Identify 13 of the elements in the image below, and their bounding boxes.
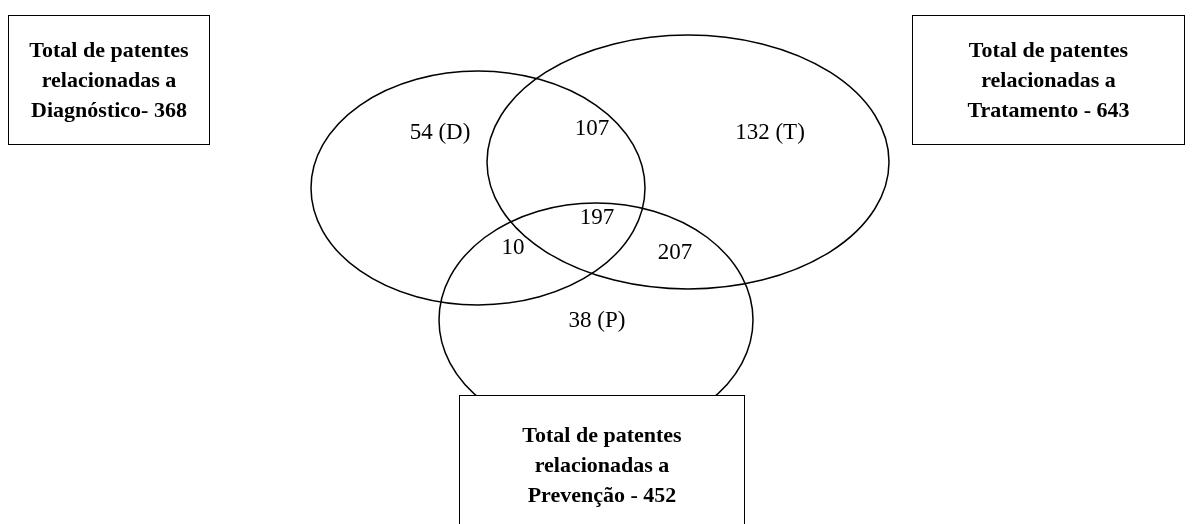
category-total-text: Total de patentes relacionadas a Tratamento - 643 — [966, 36, 1131, 124]
region-count: 54 (D) — [409, 119, 471, 145]
region-count: 38 (P) — [568, 307, 626, 333]
region-count: 132 (T) — [735, 119, 805, 145]
category-total-text: Total de patentes relacionadas a Diagnóstico- 368 — [28, 36, 190, 124]
overlap-count: 207 — [657, 239, 693, 265]
overlap-count: 197 — [579, 204, 615, 230]
overlap-count: 107 — [574, 115, 610, 141]
overlap-count: 10 — [501, 234, 525, 260]
category-box — [459, 395, 745, 524]
category-box — [912, 15, 1185, 145]
category-total-text: Total de patentes relacionadas a Prevenção - 452 — [521, 421, 683, 509]
category-box — [8, 15, 210, 145]
